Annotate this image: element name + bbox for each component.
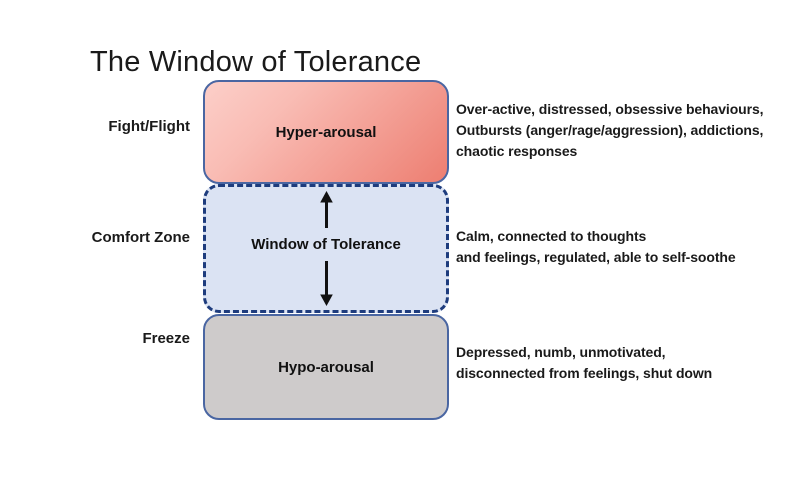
page-title: The Window of Tolerance	[90, 46, 422, 79]
window-of-tolerance-description: Calm, connected to thoughts and feelings…	[456, 226, 792, 268]
window-description-line-1: Calm, connected to thoughts	[456, 228, 647, 244]
hyper-arousal-description: Over-active, distressed, obsessive behav…	[456, 99, 792, 162]
hyper-arousal-box-label: Hyper-arousal	[275, 123, 377, 141]
up-arrow-icon	[319, 191, 334, 229]
window-of-tolerance-box-label: Window of Tolerance	[251, 236, 401, 253]
window-of-tolerance-box: Window of Tolerance	[203, 184, 449, 313]
hypo-arousal-description: Depressed, numb, unmotivated, disconnect…	[456, 342, 792, 384]
hypo-arousal-box-label: Hypo-arousal	[278, 358, 374, 376]
hyper-description-line-2: Outbursts (anger/rage/aggression), addic…	[456, 122, 764, 138]
side-label-freeze: Freeze	[142, 330, 190, 347]
hyper-arousal-box: Hyper-arousal	[203, 80, 449, 184]
hypo-description-line-1: Depressed, numb, unmotivated,	[456, 344, 666, 360]
hypo-arousal-box: Hypo-arousal	[203, 314, 449, 420]
hyper-description-line-3: chaotic responses	[456, 143, 578, 159]
hypo-description-line-2: disconnected from feelings, shut down	[456, 365, 713, 381]
side-label-comfort-zone: Comfort Zone	[91, 229, 190, 246]
side-label-fight-flight: Fight/Flight	[108, 118, 190, 135]
hyper-description-line-1: Over-active, distressed, obsessive behav…	[456, 101, 764, 117]
window-description-line-2: and feelings, regulated, able to self-so…	[456, 249, 736, 265]
down-arrow-icon	[319, 260, 334, 306]
